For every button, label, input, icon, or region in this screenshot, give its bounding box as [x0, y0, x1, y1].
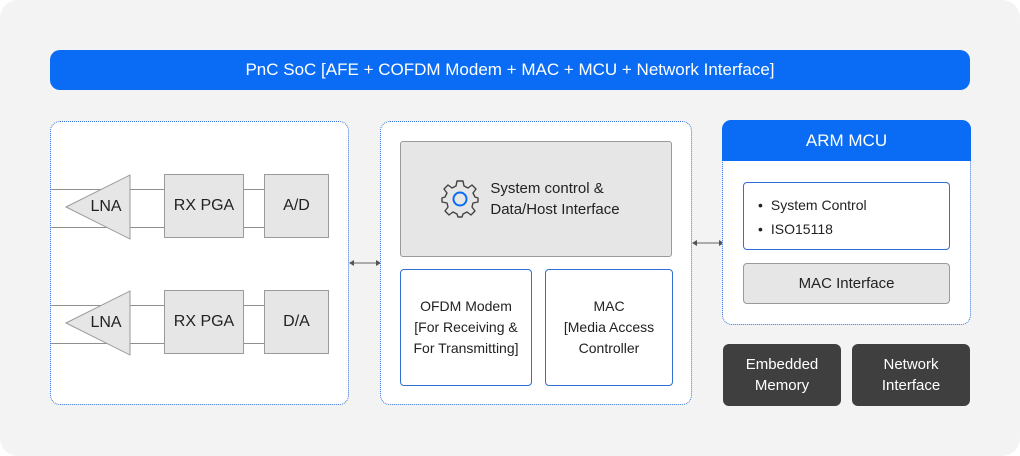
afe-core-arrow — [349, 260, 381, 266]
embedded-memory-line1: Embedded — [745, 356, 819, 373]
arm-feature-iso15118: ISO15118 — [758, 217, 949, 241]
mac-interface-label: MAC Interface — [798, 275, 895, 292]
rx-lna-label: LNA — [90, 198, 122, 215]
rx-pga-label: RX PGA — [173, 197, 235, 214]
afe-panel — [50, 121, 349, 405]
rx-line-top — [51, 189, 265, 190]
tx-pga-label: RX PGA — [173, 313, 235, 330]
network-interface-line2: Interface — [881, 377, 941, 394]
soc-banner-title: PnC SoC [AFE + COFDM Modem + MAC + MCU +… — [245, 60, 775, 79]
ofdm-line3: For Transmitting] — [413, 340, 519, 356]
core-arm-arrow — [692, 240, 724, 246]
ofdm-line1: OFDM Modem — [420, 298, 512, 314]
tx-line-top — [51, 305, 265, 306]
tx-lna-triangle — [64, 290, 131, 356]
mac-line3: Controller — [578, 340, 640, 356]
arm-mcu-header: ARM MCU — [722, 120, 971, 161]
gear-icon — [441, 180, 480, 218]
mac-interface-box: MAC Interface — [743, 263, 950, 304]
arm-feature-system-control: System Control — [758, 193, 949, 217]
tx-line-bottom — [51, 343, 265, 344]
network-interface-line1: Network — [883, 356, 939, 373]
mac-box: MAC [Media Access Controller — [545, 269, 673, 386]
system-control-line1: System control & — [490, 180, 604, 197]
ad-converter-box: A/D — [264, 174, 329, 238]
soc-banner: PnC SoC [AFE + COFDM Modem + MAC + MCU +… — [50, 50, 970, 90]
rx-pga-box: RX PGA — [164, 174, 244, 238]
embedded-memory-box: Embedded Memory — [723, 344, 841, 406]
system-control-line2: Data/Host Interface — [490, 201, 620, 218]
ofdm-line2: [For Receiving & — [414, 319, 518, 335]
tx-pga-box: RX PGA — [164, 290, 244, 354]
mac-line2: [Media Access — [563, 319, 655, 335]
arm-mcu-title: ARM MCU — [805, 130, 888, 150]
network-interface-box: Network Interface — [852, 344, 970, 406]
ad-converter-label: A/D — [283, 197, 310, 214]
embedded-memory-line2: Memory — [754, 377, 810, 394]
rx-lna-triangle — [64, 174, 131, 240]
da-converter-label: D/A — [283, 313, 310, 330]
system-control-box: System control & Data/Host Interface — [400, 141, 672, 257]
da-converter-box: D/A — [264, 290, 329, 354]
mac-line1: MAC — [593, 298, 625, 314]
tx-lna-label: LNA — [90, 314, 122, 331]
ofdm-modem-box: OFDM Modem [For Receiving & For Transmit… — [400, 269, 532, 386]
arm-features-box: System Control ISO15118 — [743, 182, 950, 250]
rx-line-bottom — [51, 227, 265, 228]
